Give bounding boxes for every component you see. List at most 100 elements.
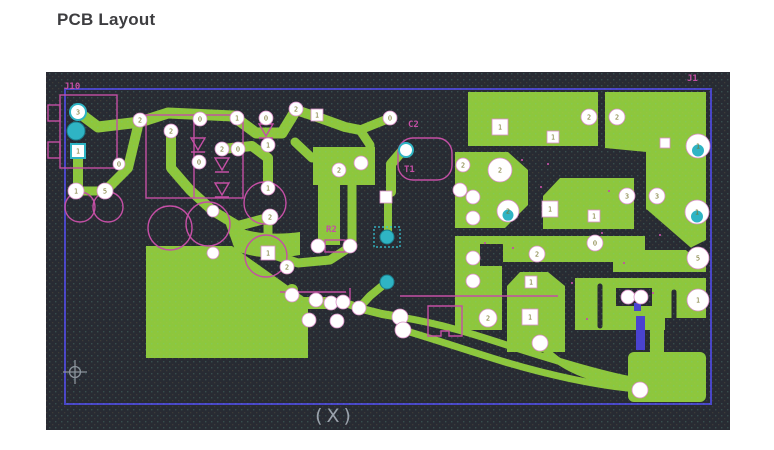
round-pad <box>394 321 412 339</box>
round-pad <box>288 101 304 117</box>
pad-number: 1 <box>74 188 78 196</box>
round-pad <box>308 292 324 308</box>
round-pad <box>648 187 666 205</box>
square-pad <box>260 245 276 261</box>
pad-number: 3 <box>76 109 80 117</box>
round-pad <box>260 180 276 196</box>
pad-number: 2 <box>461 162 465 170</box>
pad-number: 2 <box>169 128 173 136</box>
round-pad <box>608 108 626 126</box>
pad-number: 2 <box>138 117 142 125</box>
pad-number: 1 <box>551 134 555 142</box>
round-pad <box>353 155 369 171</box>
pad-number: 2 <box>615 114 619 122</box>
pad-number: 2 <box>587 114 591 122</box>
square-pad <box>310 108 324 122</box>
selection-box <box>373 226 401 248</box>
pad-number: 2 <box>268 214 272 222</box>
refdes-r2: R2 <box>326 225 337 235</box>
round-pad <box>96 182 114 200</box>
pad-number: 1 <box>528 314 532 322</box>
pad-number: 0 <box>264 115 268 123</box>
via-pad <box>379 274 395 290</box>
pad-plating <box>502 209 514 221</box>
via-pad <box>66 121 86 141</box>
round-pad <box>67 182 85 200</box>
round-pad <box>686 246 710 270</box>
page-title: PCB Layout <box>57 10 156 29</box>
round-pad <box>580 108 598 126</box>
round-pad <box>206 246 220 260</box>
pad-number: 0 <box>197 159 201 167</box>
pad-number: 0 <box>593 240 597 248</box>
silkscreen-layer: J10 J1 C2 T1 R2 <box>47 74 698 337</box>
pad-number: 0 <box>388 115 392 123</box>
pad-number: 2 <box>506 208 510 216</box>
round-pad <box>465 250 481 266</box>
pad-number: 1 <box>529 279 533 287</box>
pad-number: 0 <box>198 116 202 124</box>
pad-number: 3 <box>625 193 629 201</box>
pad-number: 2 <box>285 264 289 272</box>
pad-number: 2 <box>337 167 341 175</box>
refdes-j10: J10 <box>64 82 80 92</box>
refdes-j1: J1 <box>687 74 698 84</box>
round-pad <box>465 273 481 289</box>
round-pad <box>206 204 220 218</box>
round-pad <box>478 308 498 328</box>
square-pad <box>587 209 601 223</box>
via-pad <box>379 229 395 245</box>
pad-number: 5 <box>103 188 107 196</box>
square-pad <box>491 118 509 136</box>
pad-number: 1 <box>498 124 502 132</box>
round-pad <box>329 313 345 329</box>
origin-crosshair <box>63 360 87 384</box>
pad-number: 2 <box>486 315 490 323</box>
round-pad <box>331 162 347 178</box>
square-pad <box>524 275 538 289</box>
round-pad <box>192 111 208 127</box>
layer-marker-label: (X) <box>315 405 355 427</box>
round-pad <box>620 289 636 305</box>
round-pad <box>69 103 87 121</box>
round-pad <box>112 157 126 171</box>
pad-number: 1 <box>266 250 270 258</box>
selection-layer <box>373 226 645 350</box>
pad-number: 0 <box>236 146 240 154</box>
round-pad <box>452 182 468 198</box>
round-pad <box>261 208 279 226</box>
pad-number: 5 <box>696 255 700 263</box>
pad-number: 1 <box>266 185 270 193</box>
refdes-t1: T1 <box>404 165 415 175</box>
pad-number: 1 <box>592 213 596 221</box>
round-pad <box>633 289 649 305</box>
pad-number: 3 <box>655 193 659 201</box>
round-pad <box>310 238 326 254</box>
round-pad <box>487 157 513 183</box>
pad-plating <box>692 144 704 157</box>
round-pad <box>230 141 246 157</box>
pad-number: 1 <box>696 297 700 305</box>
round-pad <box>284 287 300 303</box>
pad-number: 2 <box>498 167 502 175</box>
round-pad <box>229 110 245 126</box>
round-pad <box>351 300 367 316</box>
pad-number: 1 <box>76 148 80 156</box>
round-pad <box>618 187 636 205</box>
pad-number: 1 <box>548 206 552 214</box>
round-pad <box>342 238 358 254</box>
pad-number: 0 <box>117 161 121 169</box>
round-pad <box>686 288 710 312</box>
pad-plating <box>691 210 703 223</box>
square-pad <box>659 137 671 149</box>
round-pad <box>191 154 207 170</box>
round-pad <box>531 334 549 352</box>
round-pad <box>279 259 295 275</box>
round-pad <box>631 381 649 399</box>
square-pad <box>521 308 539 326</box>
pad-number: 1 <box>266 142 270 150</box>
round-pad <box>586 234 604 252</box>
round-pad <box>465 189 481 205</box>
refdes-c2: C2 <box>408 120 419 130</box>
